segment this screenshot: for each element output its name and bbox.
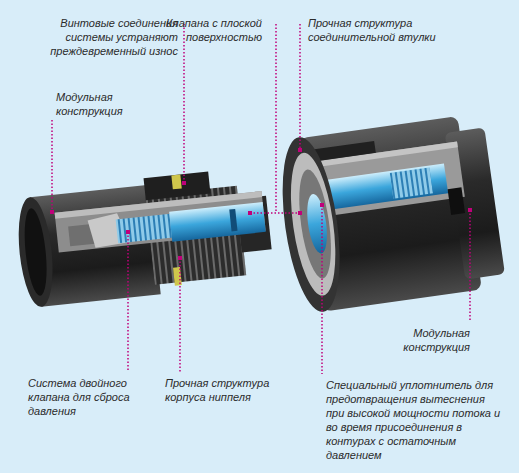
callout-text: Специальный уплотнитель для предотвращен… [326, 378, 502, 462]
coupler-sleeve [273, 112, 506, 316]
callout-text: Прочная структура соединительной втулки [308, 16, 438, 44]
callout-text: Модульная конструкция [56, 90, 128, 118]
callout-text: Клапана с плоской поверхностью [152, 16, 262, 44]
leader-ends [50, 148, 472, 260]
leader-lines [52, 24, 470, 374]
callout-text: Модульная конструкция [398, 326, 470, 354]
callout-text: Прочная структура корпуса ниппеля [165, 376, 275, 404]
callout-text: Система двойного клапана для сброса давл… [28, 376, 140, 418]
callout-text: Винтовые соединения системы устраняют пр… [40, 16, 178, 58]
